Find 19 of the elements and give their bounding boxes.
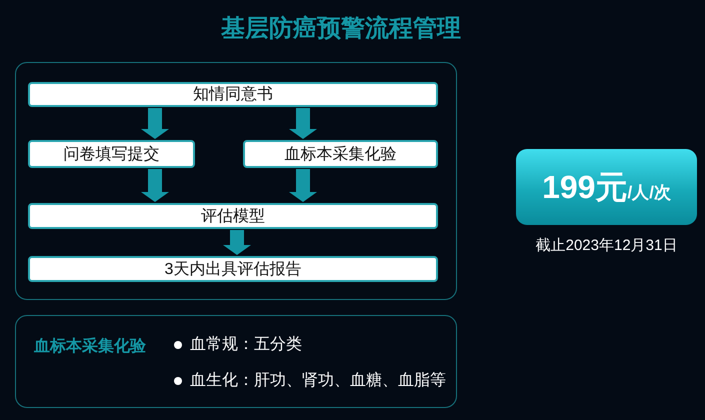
page-title: 基层防癌预警流程管理 [220,14,462,44]
process-box: 知情同意书 [28,82,438,107]
process-box: 评估模型 [28,203,438,229]
process-box: 3天内出具评估报告 [28,256,438,282]
price-unit: /人/次 [627,183,671,202]
list-item-text: 血常规：五分类 [190,334,302,355]
flow-panel [15,62,457,300]
arrow [223,230,251,255]
info-panel [15,315,457,408]
process-box: 血标本采集化验 [243,140,438,168]
arrow [289,169,317,202]
arrow [289,108,317,139]
process-box: 问卷填写提交 [28,140,195,168]
price-amount: 199元 [542,169,628,205]
list-item-text: 血生化：肝功、肾功、血糖、血脂等 [190,370,446,391]
arrow [141,169,169,202]
arrow [141,108,169,139]
panel-heading: 血标本采集化验 [34,337,146,357]
date-note: 截止2023年12月31日 [534,236,678,256]
